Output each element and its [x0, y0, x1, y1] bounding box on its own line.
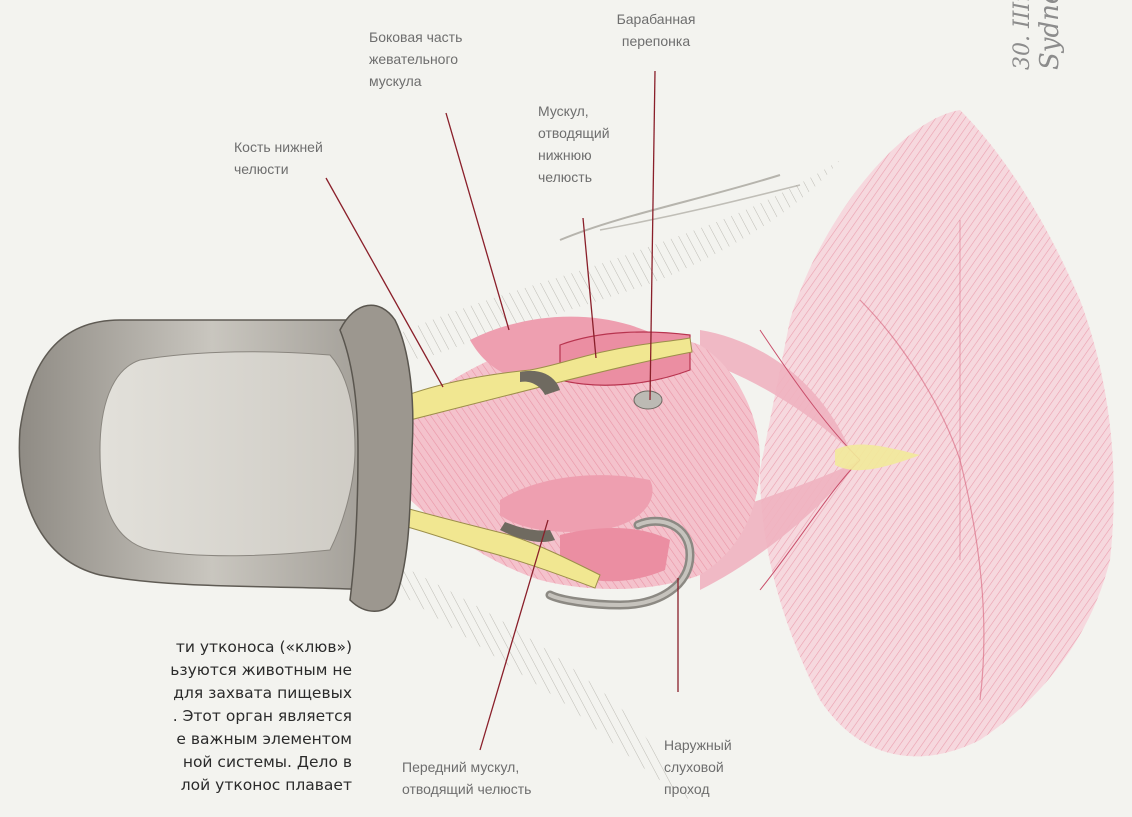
- body-line: е важным элементом: [0, 728, 352, 751]
- label-depressor-muscle: Мускул, отводящий нижнюю челюсть: [538, 100, 610, 188]
- body-line: ной системы. Дело в: [0, 751, 352, 774]
- label-tympanic-membrane: Барабанная перепонка: [596, 8, 716, 52]
- label-ear-canal: Наружный слуховой проход: [664, 734, 732, 800]
- label-masseter-lateral: Боковая часть жевательного мускула: [369, 26, 462, 92]
- label-jaw-bone: Кость нижней челюсти: [234, 136, 323, 180]
- leader-masseter: [446, 113, 509, 330]
- body-line: для захвата пищевых: [0, 682, 352, 705]
- tympanic-membrane-mark: [634, 391, 662, 409]
- signature-place: Sydney: [1035, 0, 1065, 70]
- handwritten-signature: 30. IIIm¹ Sydney: [1010, 0, 1065, 70]
- signature-date: 30. IIIm¹: [1010, 0, 1035, 70]
- body-line: ти утконоса («клюв»): [0, 636, 352, 659]
- body-text-paragraph: ти утконоса («клюв») ьзуются животным не…: [0, 636, 352, 797]
- body-line: ьзуются животным не: [0, 659, 352, 682]
- body-line: лой утконос плавает: [0, 774, 352, 797]
- beak: [19, 305, 412, 611]
- body-line: . Этот орган является: [0, 705, 352, 728]
- label-anterior-depressor: Передний мускул, отводящий челюсть: [402, 756, 531, 800]
